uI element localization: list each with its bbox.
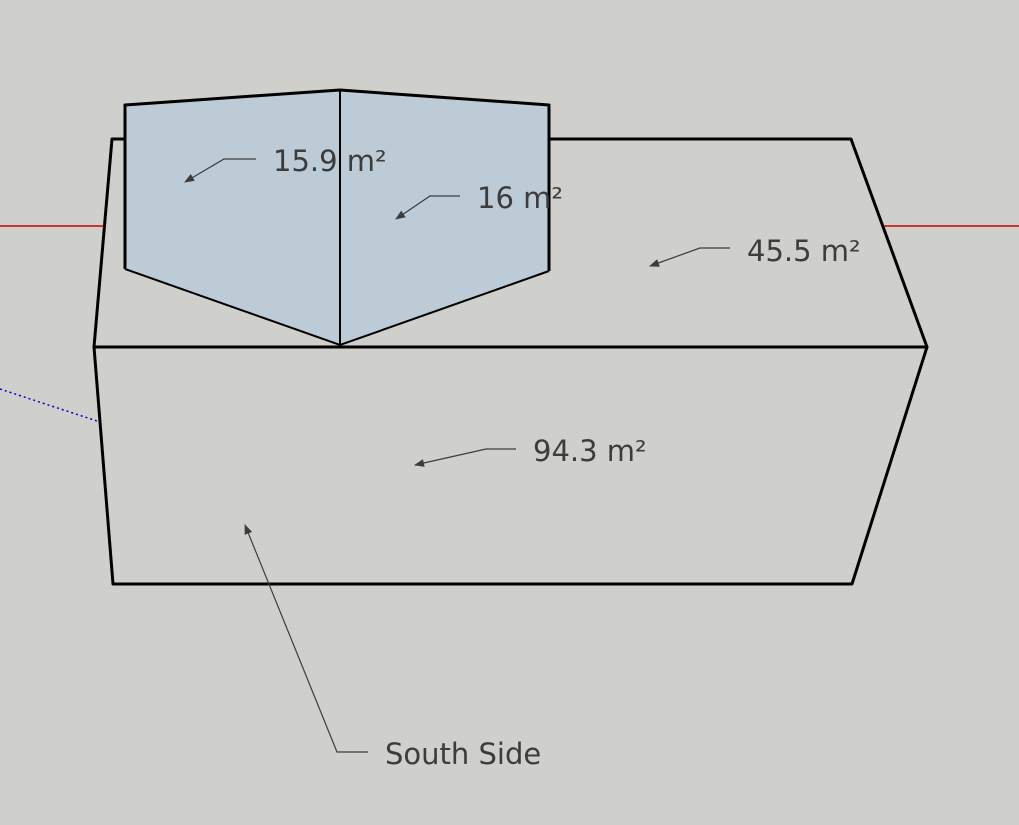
blue-axis-line [0, 388, 101, 423]
leader-dormer-right [395, 195, 460, 220]
wall-face[interactable] [92, 345, 929, 586]
area-label-dormer-left: 15.9 m² [273, 144, 387, 178]
dormer-right-face[interactable] [340, 90, 549, 345]
leader-dormer-left [184, 158, 256, 183]
area-label-wall: 94.3 m² [533, 434, 647, 468]
leader-roof [649, 247, 730, 267]
text-label-south-side: South Side [385, 737, 541, 771]
leader-wall [414, 448, 516, 467]
area-label-dormer-right: 16 m² [477, 181, 563, 215]
dormer-left-face[interactable] [125, 90, 340, 345]
area-label-roof: 45.5 m² [747, 234, 861, 268]
leader-south-side [244, 524, 368, 753]
